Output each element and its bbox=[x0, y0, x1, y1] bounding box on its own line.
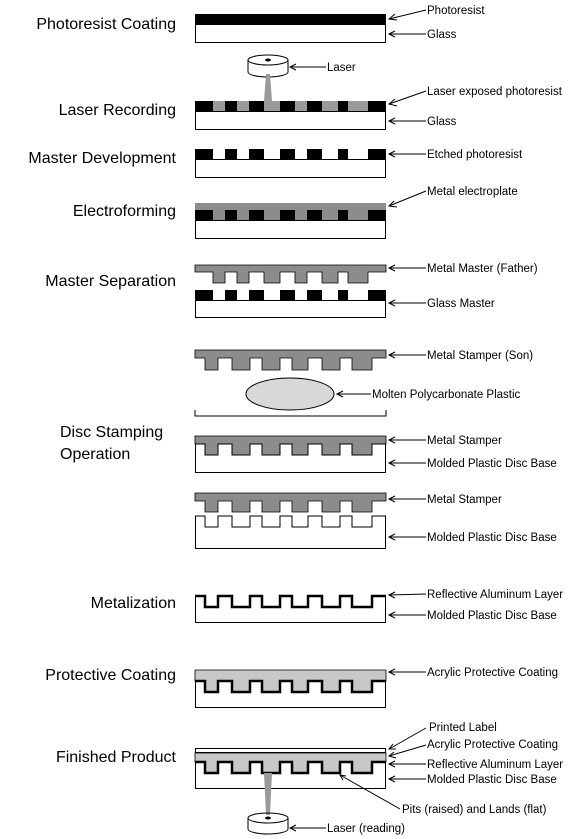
disc-stamping-illustration bbox=[194, 349, 387, 549]
laser-head-icon bbox=[247, 54, 289, 66]
label-photoresist: Photoresist bbox=[427, 5, 485, 17]
metal-master-father bbox=[194, 264, 387, 284]
label-molded-plastic-disc-base-3: Molded Plastic Disc Base bbox=[427, 610, 557, 622]
label-metal-stamper-2: Metal Stamper bbox=[427, 494, 502, 506]
electroforming-illustration bbox=[195, 203, 386, 239]
master-development-illustration bbox=[195, 149, 386, 178]
reading-laser-beam bbox=[264, 773, 272, 815]
label-reflective-aluminum-layer: Reflective Aluminum Layer bbox=[427, 589, 563, 601]
stage-master-separation: Master Separation bbox=[45, 273, 176, 290]
laser-recording-illustration bbox=[195, 54, 386, 130]
photoresist-layer bbox=[195, 14, 386, 24]
label-reflective-aluminum-layer-2: Reflective Aluminum Layer bbox=[427, 759, 563, 771]
recorded-photoresist-layer bbox=[195, 101, 386, 111]
label-molten-polycarbonate: Molten Polycarbonate Plastic bbox=[372, 389, 521, 401]
stage-master-development: Master Development bbox=[28, 150, 176, 167]
stage-operation: Operation bbox=[60, 446, 130, 463]
glass-substrate bbox=[195, 220, 386, 239]
label-molded-plastic-disc-base: Molded Plastic Disc Base bbox=[427, 458, 557, 470]
stage-metalization: Metalization bbox=[91, 595, 176, 612]
label-glass-master: Glass Master bbox=[427, 298, 495, 310]
metal-stamper-son bbox=[194, 349, 387, 371]
label-pits-and-lands: Pits (raised) and Lands (flat) bbox=[402, 804, 547, 816]
label-metal-stamper-son: Metal Stamper (Son) bbox=[427, 350, 533, 362]
molten-polycarbonate-blob bbox=[245, 377, 335, 411]
metalization-illustration bbox=[195, 594, 386, 623]
label-printed-label: Printed Label bbox=[429, 722, 497, 734]
reflective-aluminum-layer bbox=[195, 594, 386, 609]
label-metal-stamper: Metal Stamper bbox=[427, 435, 502, 447]
stage-electroforming: Electroforming bbox=[73, 203, 176, 220]
stage-disc-stamping: Disc Stamping bbox=[60, 424, 163, 441]
label-glass: Glass bbox=[427, 29, 457, 41]
photoresist-coating-illustration bbox=[195, 14, 386, 43]
label-acrylic-protective-coating-2: Acrylic Protective Coating bbox=[427, 739, 558, 751]
stage-protective-coating: Protective Coating bbox=[45, 667, 176, 684]
stage-laser-recording: Laser Recording bbox=[59, 102, 176, 119]
label-metal-electroplate: Metal electroplate bbox=[427, 186, 518, 198]
metal-electroplate-layer bbox=[195, 203, 386, 210]
mold-bracket bbox=[194, 410, 387, 417]
callout-arrows bbox=[288, 9, 427, 832]
master-separation-illustration bbox=[194, 264, 387, 318]
label-acrylic-protective-coating: Acrylic Protective Coating bbox=[427, 667, 558, 679]
stage-photoresist-coating: Photoresist Coating bbox=[36, 16, 176, 33]
glass-master bbox=[195, 300, 386, 318]
label-laser-exposed-photoresist: Laser exposed photoresist bbox=[427, 86, 563, 98]
label-molded-plastic-disc-base-2: Molded Plastic Disc Base bbox=[427, 532, 557, 544]
printed-label-layer bbox=[195, 748, 386, 753]
label-laser: Laser bbox=[327, 62, 356, 74]
label-etched-photoresist: Etched photoresist bbox=[427, 149, 523, 161]
laser-beam bbox=[264, 74, 272, 101]
label-laser-reading: Laser (reading) bbox=[327, 823, 405, 835]
stage-finished-product: Finished Product bbox=[56, 749, 177, 766]
glass-substrate bbox=[195, 159, 386, 178]
label-molded-plastic-disc-base-4: Molded Plastic Disc Base bbox=[427, 774, 557, 786]
glass-substrate bbox=[195, 111, 386, 130]
glass-substrate bbox=[195, 24, 386, 43]
label-glass-2: Glass bbox=[427, 116, 457, 128]
finished-product-illustration bbox=[194, 748, 387, 835]
protective-coating-illustration bbox=[194, 669, 387, 708]
reading-laser-icon bbox=[247, 812, 289, 824]
label-metal-master-father: Metal Master (Father) bbox=[427, 263, 538, 275]
